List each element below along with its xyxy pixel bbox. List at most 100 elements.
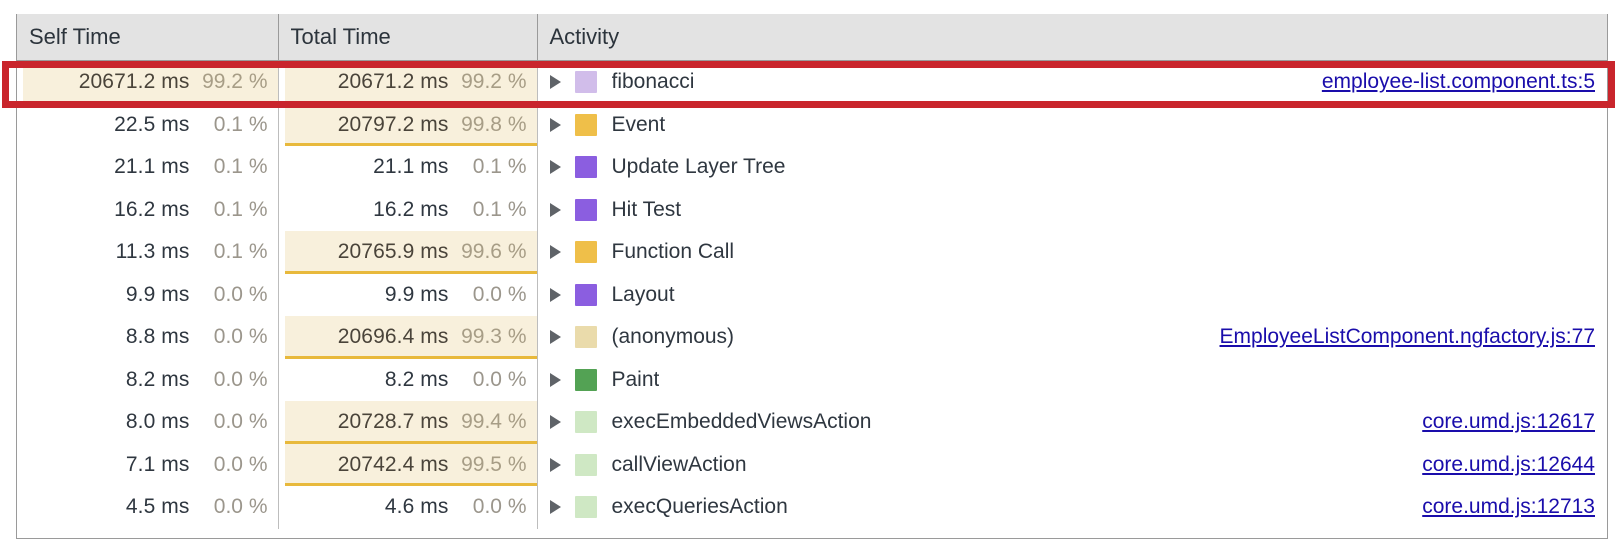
activity-cell: (anonymous)EmployeeListComponent.ngfacto… bbox=[537, 316, 1607, 359]
activity-label: Function Call bbox=[611, 240, 735, 264]
total-time-value: 8.2 ms bbox=[384, 367, 449, 391]
activity-label: callViewAction bbox=[611, 452, 747, 476]
column-header-activity-label: Activity bbox=[549, 24, 620, 49]
activity-row-content: callViewAction core.umd.js:12644 bbox=[538, 444, 1608, 487]
self-time-value: 4.5 ms bbox=[125, 495, 190, 519]
self-time-value: 11.3 ms bbox=[115, 240, 190, 264]
self-time-percent: 0.1 % bbox=[213, 112, 268, 136]
self-time-value: 21.1 ms bbox=[114, 155, 190, 179]
self-time-value: 22.5 ms bbox=[114, 112, 190, 136]
expand-triangle-icon[interactable] bbox=[549, 160, 561, 175]
table-row[interactable]: 22.5 ms 0.1 % 20797.2 ms 99.8 % Event bbox=[17, 103, 1608, 147]
total-time-value: 20728.7 ms bbox=[337, 410, 449, 434]
activity-cell: Update Layer Tree bbox=[537, 146, 1607, 189]
total-time-value: 20797.2 ms bbox=[337, 112, 449, 136]
expand-triangle-icon[interactable] bbox=[549, 75, 561, 90]
self-time-percent: 0.0 % bbox=[213, 410, 268, 434]
category-color-swatch bbox=[574, 113, 597, 136]
total-time-box: 16.2 ms 0.1 % bbox=[279, 189, 537, 232]
self-time-value: 20671.2 ms bbox=[78, 70, 190, 94]
self-time-value: 7.1 ms bbox=[125, 452, 190, 476]
expand-triangle-icon[interactable] bbox=[549, 117, 561, 132]
column-header-total-time[interactable]: Total Time bbox=[278, 14, 538, 61]
expand-triangle-icon[interactable] bbox=[549, 500, 561, 515]
total-time-percent: 0.0 % bbox=[472, 495, 527, 519]
activity-label: Event bbox=[611, 112, 666, 136]
total-time-percent: 99.8 % bbox=[461, 112, 527, 136]
source-location-link[interactable]: EmployeeListComponent.ngfactory.js:77 bbox=[1219, 325, 1595, 349]
source-location-link[interactable]: core.umd.js:12713 bbox=[1422, 495, 1595, 519]
category-color-swatch bbox=[574, 368, 597, 391]
source-location-link[interactable]: core.umd.js:12644 bbox=[1422, 452, 1595, 476]
category-color-swatch bbox=[574, 496, 597, 519]
expand-triangle-icon[interactable] bbox=[549, 415, 561, 430]
expand-triangle-icon[interactable] bbox=[549, 245, 561, 260]
self-time-box: 22.5 ms 0.1 % bbox=[17, 104, 278, 147]
total-time-value: 20765.9 ms bbox=[337, 240, 449, 264]
self-time-cell: 4.5 ms 0.0 % bbox=[17, 486, 279, 529]
total-time-percent: 99.3 % bbox=[461, 325, 527, 349]
total-time-box: 20797.2 ms 99.8 % bbox=[284, 103, 537, 146]
self-time-cell: 20671.2 ms 99.2 % bbox=[17, 60, 279, 104]
activity-row-content: Event bbox=[538, 104, 1608, 147]
source-location-link[interactable]: employee-list.component.ts:5 bbox=[1321, 70, 1595, 94]
total-time-percent: 0.1 % bbox=[472, 197, 527, 221]
source-location-link[interactable]: core.umd.js:12617 bbox=[1422, 410, 1595, 434]
expand-triangle-icon[interactable] bbox=[549, 330, 561, 345]
category-color-swatch bbox=[574, 411, 597, 434]
total-time-value: 16.2 ms bbox=[373, 197, 449, 221]
activity-label: fibonacci bbox=[611, 70, 695, 94]
total-time-value: 21.1 ms bbox=[373, 155, 449, 179]
activity-cell: Function Call bbox=[537, 231, 1607, 274]
total-time-percent: 99.4 % bbox=[461, 410, 527, 434]
self-time-box: 20671.2 ms 99.2 % bbox=[23, 61, 278, 104]
activity-row-content: (anonymous)EmployeeListComponent.ngfacto… bbox=[538, 316, 1608, 359]
self-time-cell: 21.1 ms 0.1 % bbox=[17, 146, 279, 189]
column-header-total-time-label: Total Time bbox=[290, 24, 391, 49]
expand-triangle-icon[interactable] bbox=[549, 287, 561, 302]
self-time-value: 9.9 ms bbox=[125, 282, 190, 306]
column-header-self-time[interactable]: Self Time bbox=[17, 14, 279, 61]
self-time-percent: 0.0 % bbox=[213, 495, 268, 519]
column-header-activity[interactable]: Activity bbox=[537, 14, 1607, 61]
total-time-value: 20671.2 ms bbox=[337, 70, 449, 94]
activity-cell: Hit Test bbox=[537, 188, 1607, 231]
category-color-swatch bbox=[574, 453, 597, 476]
self-time-percent: 99.2 % bbox=[202, 70, 268, 94]
expand-triangle-icon[interactable] bbox=[549, 457, 561, 472]
expand-triangle-icon[interactable] bbox=[549, 372, 561, 387]
expand-triangle-icon[interactable] bbox=[549, 202, 561, 217]
self-time-percent: 0.1 % bbox=[213, 155, 268, 179]
self-time-value: 8.8 ms bbox=[125, 325, 190, 349]
